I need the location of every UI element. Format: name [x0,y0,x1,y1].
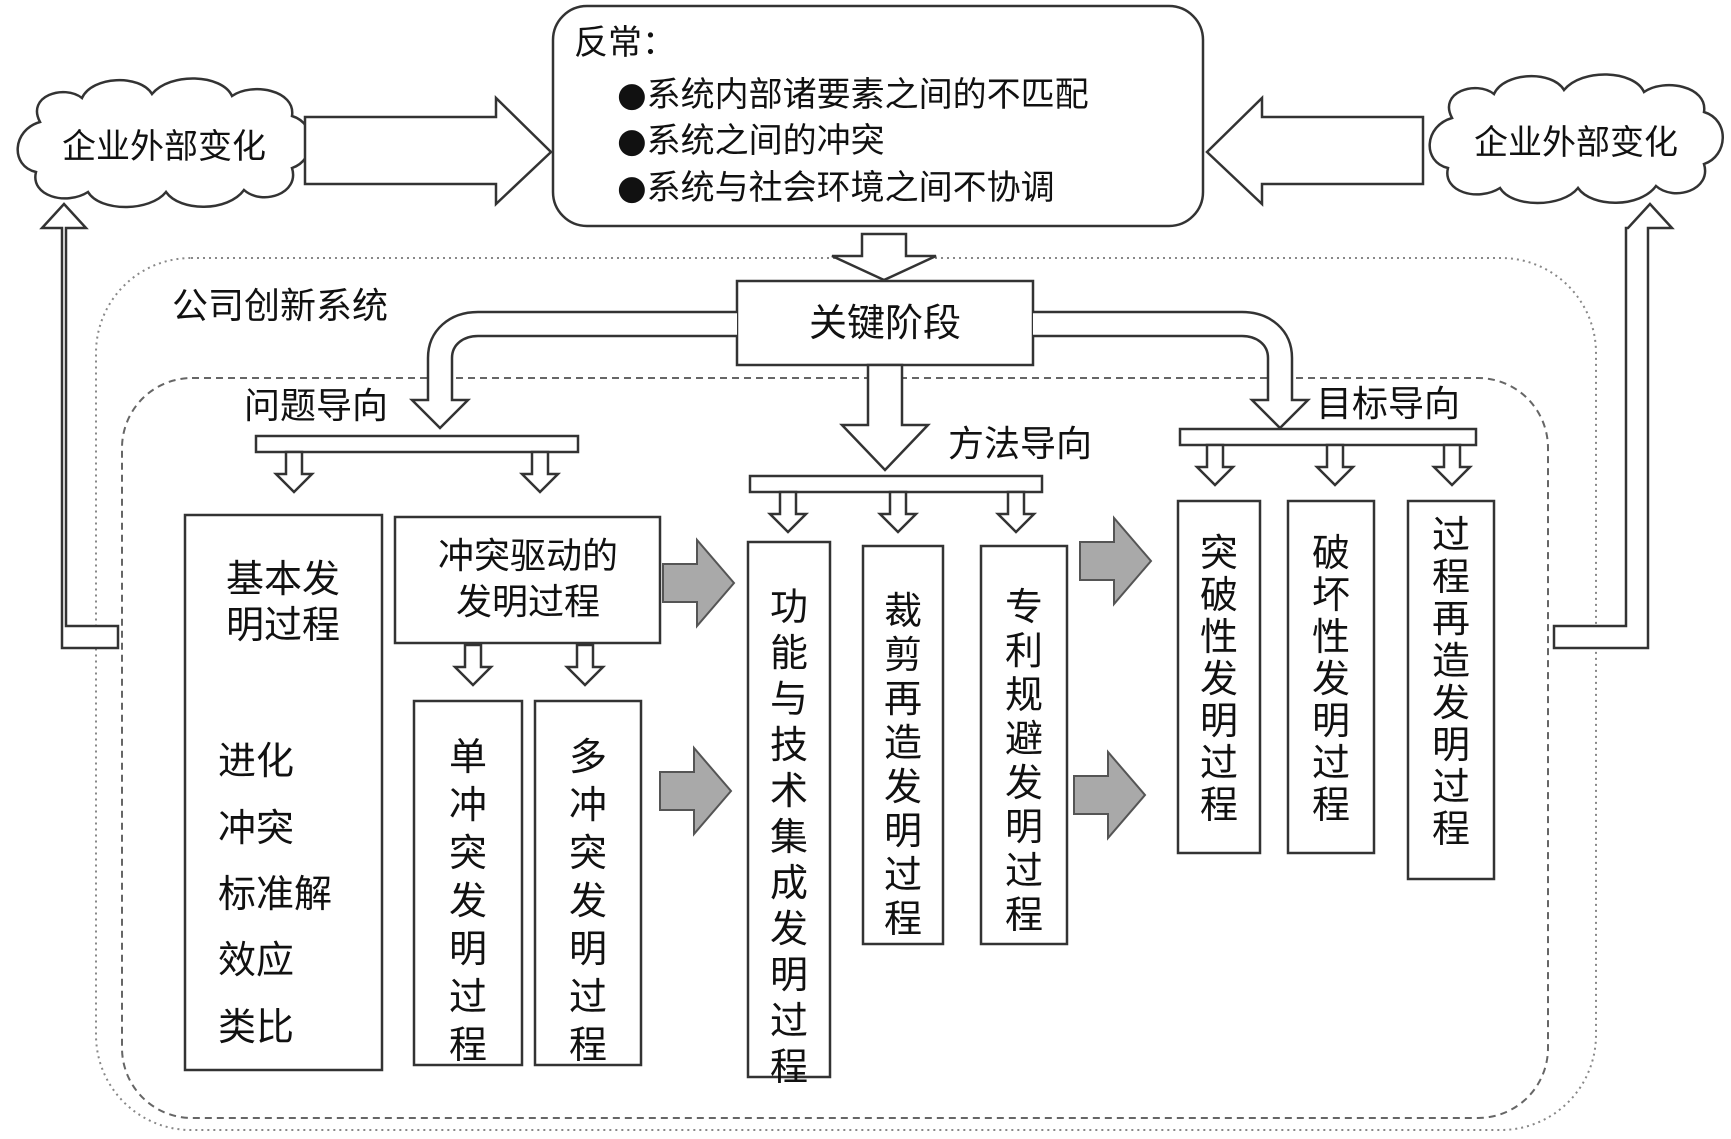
integration-label: 功能与技术集成发明过程 [770,585,808,1089]
basic-item-conflict: 冲突 [218,806,294,850]
small-down-arrows [272,443,1474,687]
arrow-key-stage-to-problem [408,310,737,430]
anomaly-bullet-3: ●系统与社会环境之间不协调 [617,168,1055,208]
trimming-label: 裁剪再造发明过程 [884,589,922,941]
cloud-right-label: 企业外部变化 [1474,123,1678,163]
basic-item-analogy: 类比 [218,1005,294,1049]
basic-item-standard-solution: 标准解 [218,872,332,916]
basic-invention-title-line-1: 基本发 [226,557,340,601]
arrow-system-to-right-cloud [1552,202,1675,650]
reengineering-label: 过程再造发明过程 [1432,513,1470,851]
patent-avoidance-box [979,544,1069,946]
cloud-right: 企业外部变化 [1428,73,1724,205]
goal-orientation-label: 目标导向 [1316,384,1460,425]
key-stage-box [735,279,1035,367]
small-down-arrow-7 [994,490,1038,534]
innovation-system-label: 公司创新系统 [172,286,388,327]
problem-bar [254,434,580,454]
filled-arrow-method-to-goal-upper [1079,515,1153,607]
arrow-right-cloud-to-anomaly [1205,95,1425,207]
arrow-key-stage-to-goal [1033,310,1312,430]
small-down-arrow-1 [272,450,316,494]
arrow-left-cloud-to-anomaly [303,95,553,207]
breakthrough-label: 突破性发明过程 [1200,531,1238,827]
integration-box [746,540,832,1079]
small-down-arrow-10 [1430,443,1474,487]
conflict-driven-title-line-1: 冲突驱动的 [438,536,618,577]
anomaly-bullet-2: ●系统之间的冲突 [617,121,885,161]
reengineering-box [1406,499,1496,881]
arrow-system-to-left-cloud [39,202,120,650]
problem-orientation-label: 问题导向 [244,386,388,427]
conflict-driven-box [393,515,662,645]
anomaly-bullet-1: ●系统内部诸要素之间的不匹配 [617,75,1089,115]
patent-avoidance-label: 专利规避发明过程 [1005,585,1043,937]
basic-invention-title-line-2: 明过程 [226,603,340,647]
key-stage-label: 关键阶段 [809,301,961,345]
vertical-labels: 单冲突发明过程 多冲突发明过程 功能与技术集成发明过程 裁剪再造发明过程 专利规避发明过… [449,513,1470,1089]
single-conflict-label: 单冲突发明过程 [449,735,487,1067]
disruptive-box [1286,499,1376,855]
basic-invention-box [183,513,384,1072]
cloud-left-label: 企业外部变化 [62,127,266,167]
method-bar [748,474,1044,494]
anomaly-title: 反常： [574,23,676,63]
small-down-arrow-2 [518,450,562,494]
basic-item-effect: 效应 [218,938,294,982]
small-down-arrow-9 [1313,443,1357,487]
small-down-arrow-3 [451,643,495,687]
method-orientation-label: 方法导向 [948,424,1092,465]
breakthrough-box [1176,499,1262,855]
small-down-arrow-4 [563,643,607,687]
multi-conflict-box [533,699,643,1067]
arrow-key-stage-to-method [839,363,931,472]
conflict-driven-title-line-2: 发明过程 [456,582,600,623]
multi-conflict-label: 多冲突发明过程 [569,735,607,1067]
filled-arrow-method-to-goal-lower [1073,749,1147,841]
disruptive-label: 破坏性发明过程 [1312,531,1350,827]
single-conflict-box [412,699,524,1067]
goal-bar [1178,427,1478,447]
small-down-arrow-6 [876,490,920,534]
filled-arrow-multi-to-method [659,745,733,837]
cloud-left: 企业外部变化 [16,77,312,209]
filled-arrow-conflict-to-method [662,537,736,629]
small-down-arrow-8 [1193,443,1237,487]
inner-process-boundary [121,377,1549,1119]
basic-item-evolution: 进化 [218,739,294,783]
anomaly-box [551,4,1205,228]
arrow-anomaly-to-key-stage [831,232,937,282]
small-down-arrow-5 [766,490,810,534]
trimming-box [861,544,945,946]
